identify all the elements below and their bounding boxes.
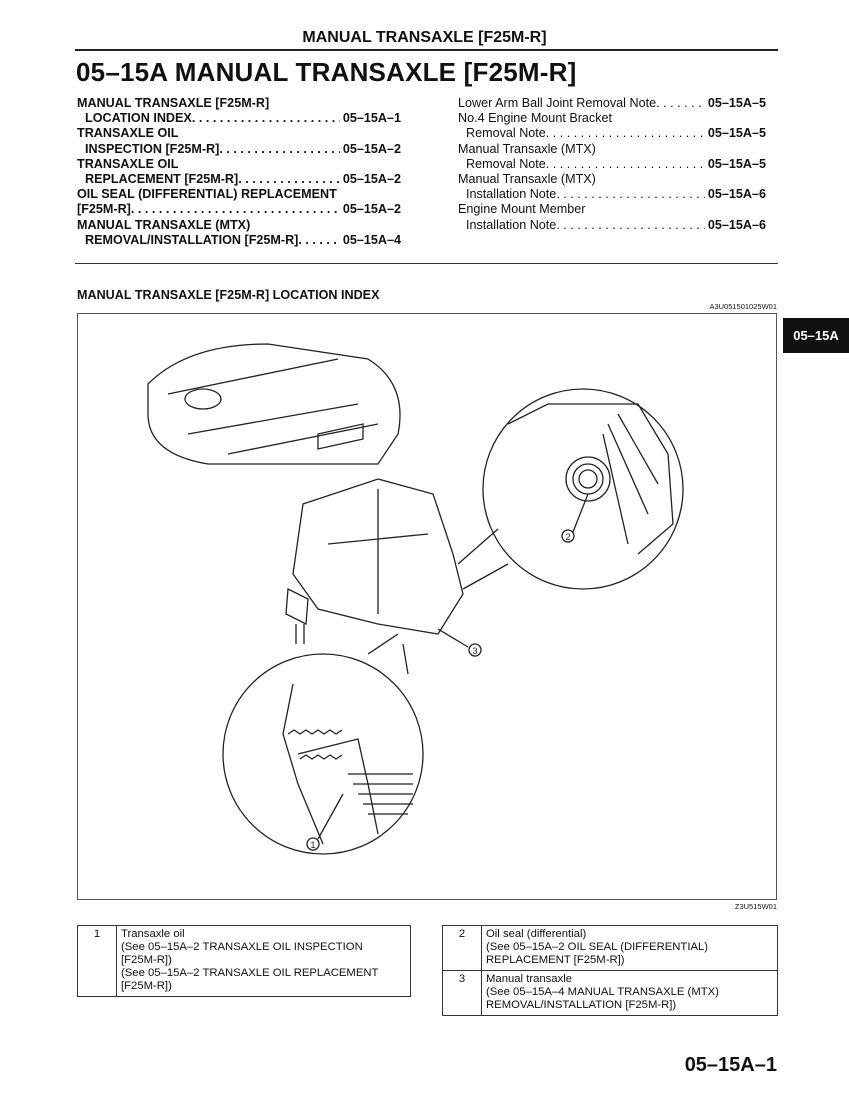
item-reference[interactable]: [F25M-R]) [121, 980, 172, 992]
item-number: 1 [77, 925, 117, 997]
item-description: Manual transaxle (See 05–15A–4 MANUAL TR… [481, 970, 778, 1016]
toc-entry-title: No.4 Engine Mount Bracket [458, 111, 613, 126]
transaxle-illustration: 2 3 1 [147, 343, 684, 855]
toc-entry[interactable]: MANUAL TRANSAXLE (MTX)REMOVAL/INSTALLATI… [77, 218, 401, 248]
detail-circle-oil-seal [482, 388, 684, 590]
toc-entry[interactable]: MANUAL TRANSAXLE [F25M-R]LOCATION INDEX 0… [77, 96, 401, 126]
toc-entry-title: Manual Transaxle (MTX) [458, 172, 596, 187]
figure-code: Z3U515W01 [734, 902, 777, 911]
page-title: 05–15A MANUAL TRANSAXLE [F25M-R] [76, 57, 577, 87]
running-header: MANUAL TRANSAXLE [F25M-R] [302, 29, 547, 46]
legend-table-left: 1 Transaxle oil (See 05–15A–2 TRANSAXLE … [77, 925, 411, 997]
toc-page: 05–15A–1 [342, 111, 401, 126]
transaxle-outline [292, 478, 464, 635]
toc-entry-subtitle: INSPECTION [F25M-R] [85, 141, 220, 156]
toc-page: 05–15A–6 [707, 217, 766, 232]
page-number: 05–15A–1 [684, 1054, 777, 1076]
toc-entry[interactable]: Manual Transaxle (MTX)Removal Note 05–15A… [458, 142, 766, 172]
item-number: 2 [442, 925, 482, 971]
toc-entry-subtitle: [F25M-R] [77, 202, 131, 217]
item-reference[interactable]: REMOVAL/INSTALLATION [F25M-R]) [486, 999, 677, 1011]
toc-entry-subtitle: Installation Note [466, 187, 557, 202]
toc-entry-title: Engine Mount Member [458, 202, 586, 217]
toc-page: 05–15A–5 [707, 96, 766, 110]
table-row: 2 Oil seal (differential) (See 05–15A–2 … [442, 925, 778, 971]
section-code: A3U051501025W01 [709, 302, 777, 311]
header-rule [75, 49, 778, 51]
item-description: Oil seal (differential) (See 05–15A–2 OI… [481, 925, 778, 971]
item-reference[interactable]: (See 05–15A–2 OIL SEAL (DIFFERENTIAL) [486, 941, 709, 953]
callout-3-label: 3 [472, 646, 477, 656]
item-name: Transaxle oil [121, 928, 185, 940]
toc-entry-subtitle: Installation Note [466, 217, 557, 232]
item-description: Transaxle oil (See 05–15A–2 TRANSAXLE OI… [116, 925, 411, 997]
item-name: Oil seal (differential) [486, 928, 587, 940]
callout-2-label: 2 [565, 532, 570, 542]
oil-filler-cap [184, 388, 222, 410]
toc-entry-subtitle: REMOVAL/INSTALLATION [F25M-R] [85, 232, 299, 247]
toc-entry-subtitle: REPLACEMENT [F25M-R] [85, 172, 239, 187]
toc-entry-subtitle: LOCATION INDEX [85, 111, 192, 126]
callout-1 [306, 837, 320, 851]
table-row: 3 Manual transaxle (See 05–15A–4 MANUAL … [442, 970, 778, 1016]
toc-page: 05–15A–6 [707, 187, 766, 202]
toc-entry-subtitle: Removal Note [466, 126, 546, 141]
engine-outline [147, 343, 401, 465]
toc-entry-title: MANUAL TRANSAXLE [F25M-R] [77, 96, 270, 110]
item-name: Manual transaxle [486, 973, 573, 985]
item-reference[interactable]: (See 05–15A–2 TRANSAXLE OIL INSPECTION [121, 941, 363, 953]
toc-entry[interactable]: OIL SEAL (DIFFERENTIAL) REPLACEMENT[F25M… [77, 187, 401, 217]
section-tab[interactable]: 05–15A [783, 318, 849, 353]
legend-table-right: 2 Oil seal (differential) (See 05–15A–2 … [442, 925, 778, 1016]
item-number: 3 [442, 970, 482, 1016]
toc-right-column: Lower Arm Ball Joint Removal Note 05–15A–… [458, 96, 766, 233]
toc-entry[interactable]: Manual Transaxle (MTX)Installation Note 0… [458, 172, 766, 202]
item-reference[interactable]: REPLACEMENT [F25M-R]) [486, 954, 625, 966]
toc-entry-title: Lower Arm Ball Joint Removal Note [458, 96, 657, 110]
item-reference[interactable]: [F25M-R]) [121, 954, 172, 966]
callout-1-label: 1 [310, 840, 315, 850]
item-reference[interactable]: (See 05–15A–2 TRANSAXLE OIL REPLACEMENT [121, 967, 379, 979]
table-row: 1 Transaxle oil (See 05–15A–2 TRANSAXLE … [77, 925, 411, 997]
callout-2 [561, 529, 575, 543]
toc-entry-subtitle: Removal Note [466, 156, 546, 171]
location-index-figure: 2 3 1 [77, 313, 777, 900]
toc-entry[interactable]: Lower Arm Ball Joint Removal Note 05–15A–… [458, 96, 766, 111]
toc-left-column: MANUAL TRANSAXLE [F25M-R]LOCATION INDEX 0… [77, 96, 401, 248]
callout-3 [468, 643, 482, 657]
section-rule [75, 263, 778, 264]
toc-page: 05–15A–5 [707, 126, 766, 141]
toc-entry-title: OIL SEAL (DIFFERENTIAL) REPLACEMENT [77, 187, 337, 202]
toc-page: 05–15A–5 [707, 156, 766, 171]
toc-page: 05–15A–2 [342, 141, 401, 156]
item-reference[interactable]: (See 05–15A–4 MANUAL TRANSAXLE (MTX) [486, 986, 719, 998]
toc-entry-title: TRANSAXLE OIL [77, 156, 179, 171]
toc-entry-title: TRANSAXLE OIL [77, 126, 179, 141]
detail-circle-oil-level [222, 653, 424, 855]
toc-page: 05–15A–4 [342, 232, 401, 247]
toc-page: 05–15A–2 [342, 202, 401, 217]
toc-entry-title: Manual Transaxle (MTX) [458, 141, 596, 156]
section-heading: MANUAL TRANSAXLE [F25M-R] LOCATION INDEX [77, 288, 380, 302]
toc-entry-title: MANUAL TRANSAXLE (MTX) [77, 217, 251, 232]
toc-page: 05–15A–2 [342, 172, 401, 187]
